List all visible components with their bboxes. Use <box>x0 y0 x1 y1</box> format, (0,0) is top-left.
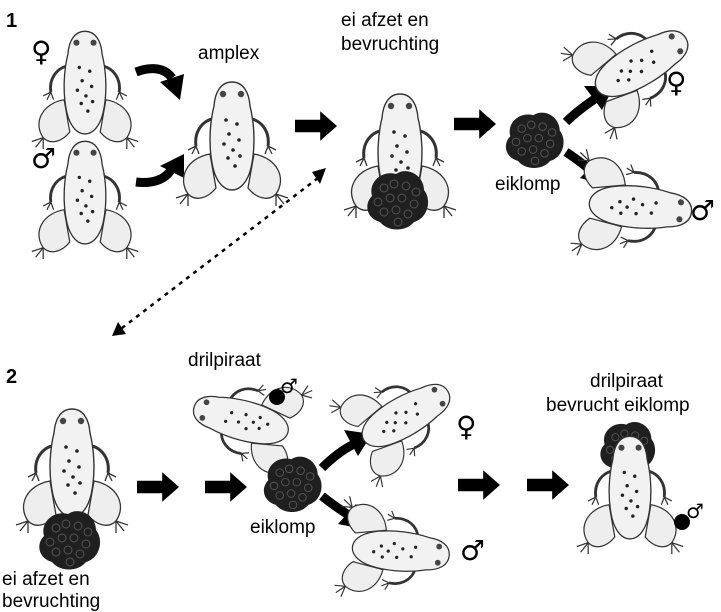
fertilizing-frog <box>577 436 683 554</box>
pirate-label: drilpiraat <box>188 350 262 371</box>
offspring-male-frog <box>570 149 697 265</box>
arrow-spawn-to-clutch <box>454 109 496 138</box>
spawn-label-line-2: bevruchting <box>341 34 439 55</box>
offspring-male-symbol-2: ♂ <box>460 534 485 567</box>
fertilizes-label-line-2: bevrucht eiklomp <box>546 395 690 416</box>
arrow-to-fertilizer-b <box>527 470 569 499</box>
arrow-spawn-2-to-b <box>205 472 247 501</box>
amplex-frogs <box>176 82 288 206</box>
arrow-to-fertilizer-a <box>458 470 500 499</box>
pirate-symbol: ♂ <box>280 374 298 398</box>
arrow-male-to-amplex <box>136 154 184 182</box>
spawn-label-2-line-1: ei afzet en <box>2 569 90 590</box>
dotted-link-arrow <box>112 168 326 336</box>
fertilizer-symbol: ♂ <box>686 499 704 523</box>
offspring-female-frog <box>557 0 712 143</box>
offspring-female-frog-2 <box>326 348 473 491</box>
panel-2-number: 2 <box>6 366 17 388</box>
spawn-label-2-line-2: bevruchting <box>2 591 100 612</box>
spawn-label-line-1: ei afzet en <box>341 10 429 31</box>
offspring-female-symbol: ♀ <box>666 66 687 99</box>
fertilizes-label-line-1: drilpiraat <box>590 371 664 392</box>
offspring-male-symbol: ♂ <box>690 194 715 227</box>
female-symbol: ♀ <box>31 35 52 68</box>
clutch-label: eiklomp <box>495 174 560 195</box>
arrow-spawn-2-to-a <box>137 472 179 501</box>
spawned-egg-mass-2 <box>39 511 100 569</box>
panel-1-number: 1 <box>6 10 17 32</box>
egg-clutch-2 <box>264 457 322 512</box>
clutch-label-2: eiklomp <box>250 517 315 538</box>
arrow-female-to-amplex <box>136 69 184 100</box>
offspring-male-frog-2 <box>334 496 454 606</box>
arrow-amplex-to-spawn <box>295 111 337 140</box>
male-symbol: ♂ <box>31 142 56 175</box>
egg-clutch <box>506 113 564 168</box>
spawned-egg-mass <box>367 171 428 229</box>
amplex-label: amplex <box>198 43 260 64</box>
offspring-female-symbol-2: ♀ <box>456 410 477 443</box>
